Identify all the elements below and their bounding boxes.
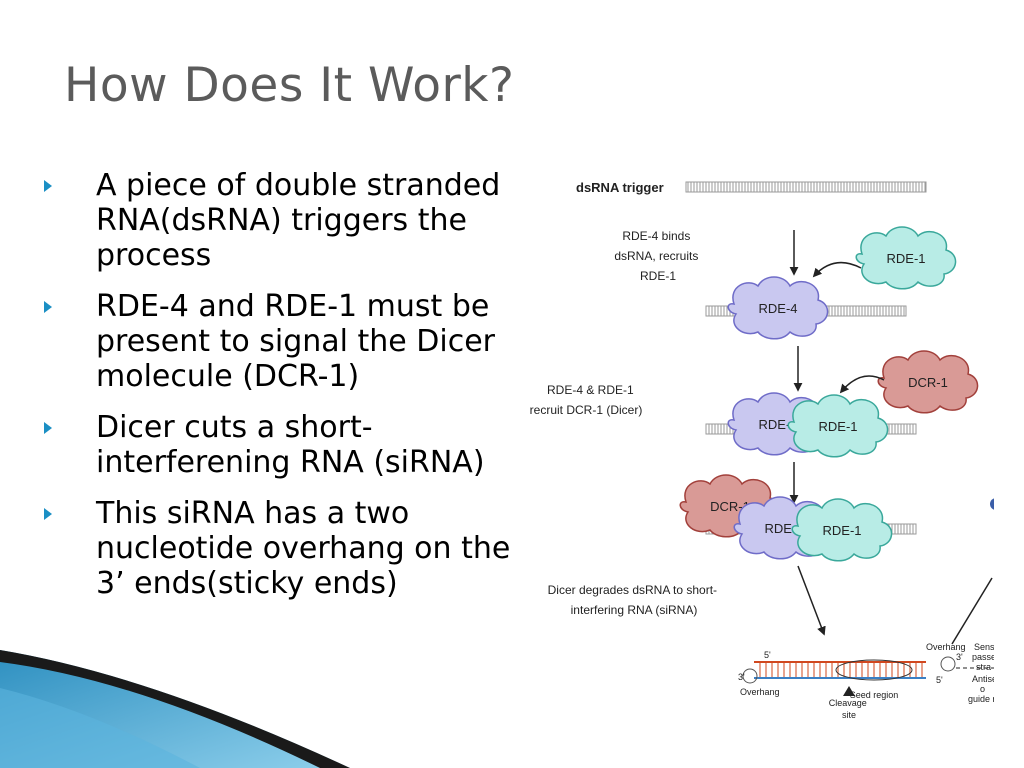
bullet-arrow-icon — [44, 422, 52, 434]
bullet-text: A piece of double stranded RNA(dsRNA) tr… — [96, 168, 501, 273]
bullet-text: Dicer cuts a short-interferening RNA (si… — [96, 410, 485, 480]
svg-text:RDE-1: RDE-1 — [886, 251, 925, 266]
bullet-item: This siRNA has a two nucleotide overhang… — [44, 496, 514, 601]
svg-text:Overhang: Overhang — [740, 687, 780, 697]
rnai-pathway-diagram: dsRNA trigger RDE-4 binds dsRNA, recruit… — [530, 180, 994, 720]
curved-arrow — [812, 261, 862, 278]
bullet-item: Dicer cuts a short-interferening RNA (si… — [44, 410, 514, 480]
svg-text:DCR-1: DCR-1 — [710, 499, 750, 514]
dcr1-protein: DCR-1 — [877, 350, 979, 414]
rde1-protein: RDE-1 — [791, 498, 893, 562]
svg-text:5': 5' — [936, 675, 943, 685]
step4-caption: Dicer degrades dsRNA to short- interferi… — [548, 583, 721, 617]
step2-caption: RDE-4 & RDE-1 recruit DCR-1 (Dicer) — [530, 383, 643, 417]
bullet-item: A piece of double stranded RNA(dsRNA) tr… — [44, 168, 514, 273]
pointer-line — [951, 577, 993, 645]
svg-text:DCR-1: DCR-1 — [908, 375, 948, 390]
bullet-list: A piece of double stranded RNA(dsRNA) tr… — [44, 168, 514, 617]
svg-text:RDE-4: RDE-4 — [758, 417, 797, 432]
bullet-arrow-icon — [44, 301, 52, 313]
rde4-protein: RDE-4 — [727, 276, 829, 340]
sirna-side-labels: Sens passe stra Antise o guide r — [968, 642, 994, 704]
step1-caption: RDE-4 binds dsRNA, recruits RDE-1 — [614, 229, 701, 283]
bullet-arrow-icon — [44, 508, 52, 520]
bullet-item: RDE-4 and RDE-1 must be present to signa… — [44, 289, 514, 394]
offscreen-element — [990, 498, 994, 510]
corner-swoosh-decoration — [0, 650, 350, 768]
dcr1-protein: DCR-1 — [679, 474, 781, 538]
dsrna-trigger-label: dsRNA trigger — [576, 180, 664, 195]
dsrna-strand — [685, 181, 927, 193]
bullet-text: RDE-4 and RDE-1 must be present to signa… — [96, 289, 495, 394]
bullet-text: This siRNA has a two nucleotide overhang… — [96, 496, 511, 601]
svg-text:Seed region: Seed region — [850, 690, 899, 700]
rde4-protein: RDE-4 — [727, 392, 829, 456]
sirna-duplex: 5' 3' 5' 3' Overhang Overhang C — [738, 642, 994, 720]
step-arrow — [797, 565, 826, 636]
svg-text:Overhang: Overhang — [926, 642, 966, 652]
rde1-protein: RDE-1 — [787, 394, 889, 458]
svg-text:RDE-1: RDE-1 — [818, 419, 857, 434]
bullet-arrow-icon — [44, 180, 52, 192]
curved-arrow — [839, 375, 885, 394]
svg-text:RDE-1: RDE-1 — [822, 523, 861, 538]
page-title: How Does It Work? — [64, 58, 515, 113]
svg-text:5': 5' — [764, 650, 771, 660]
rde1-protein: RDE-1 — [855, 226, 957, 290]
svg-text:Cleavage site: Cleavage site — [829, 698, 870, 720]
svg-text:3': 3' — [956, 652, 963, 662]
svg-text:RDE-4: RDE-4 — [758, 301, 797, 316]
svg-text:3': 3' — [738, 672, 745, 682]
